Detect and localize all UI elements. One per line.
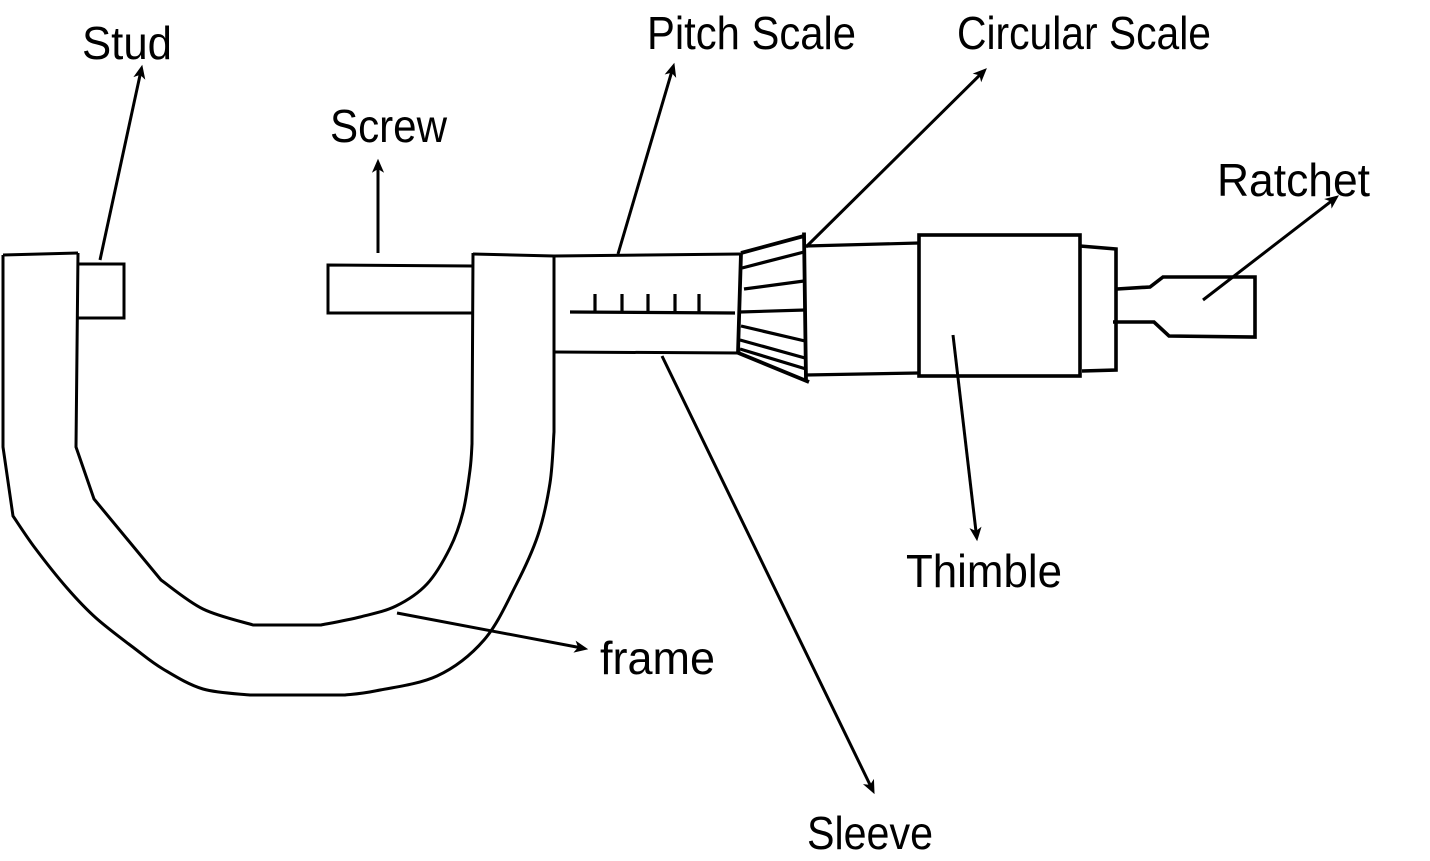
svg-text:Sleeve: Sleeve xyxy=(807,807,933,859)
svg-text:Thimble: Thimble xyxy=(906,545,1062,597)
svg-text:Screw: Screw xyxy=(330,100,448,152)
svg-text:frame: frame xyxy=(600,632,715,684)
svg-text:Circular Scale: Circular Scale xyxy=(957,7,1211,59)
svg-text:Stud: Stud xyxy=(82,17,172,69)
svg-text:Pitch Scale: Pitch Scale xyxy=(647,7,856,59)
svg-text:Ratchet: Ratchet xyxy=(1217,154,1370,206)
